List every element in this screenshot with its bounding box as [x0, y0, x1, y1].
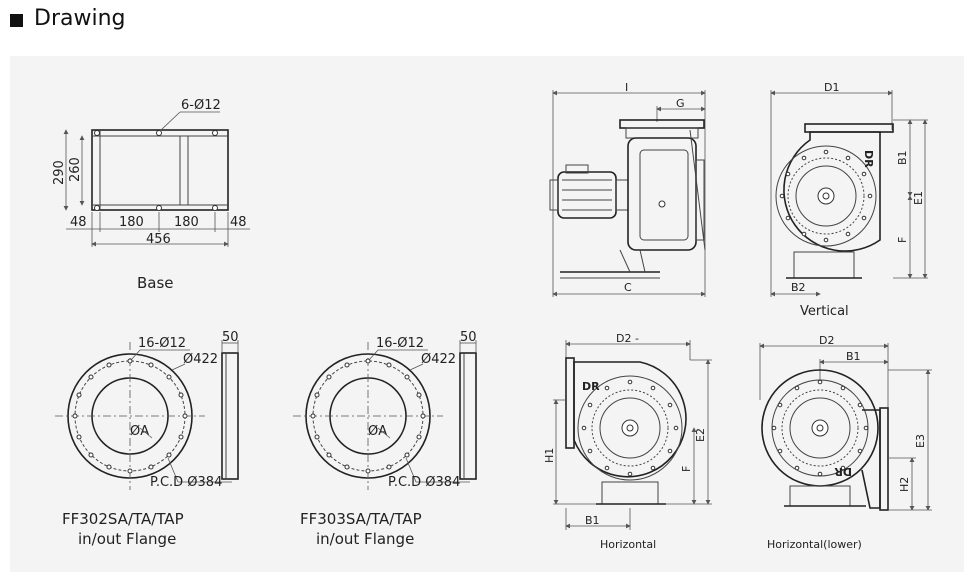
bullet-square-icon: [10, 14, 23, 27]
section-header: Drawing: [0, 0, 972, 48]
horizontal-logo: DR: [582, 380, 600, 393]
base-holes-label: 6-Ø12: [181, 98, 221, 113]
horizontal-caption: Horizontal: [600, 538, 656, 551]
flange-1-bolt-holes: [72, 358, 188, 474]
flange-1-drawing: 16-Ø12 Ø422 ØA P.C.D Ø384 50 FF302SA/TA/…: [55, 330, 239, 548]
vertical-dim-E1: E1: [912, 191, 925, 205]
horizontal-dim-B1: B1: [585, 514, 600, 527]
horizontal-lower-dim-B1: B1: [846, 350, 861, 363]
flange-1-thickness-label: 50: [222, 330, 239, 345]
flange-2-inner-label: ØA: [368, 424, 387, 439]
flange-2-drawing: 16-Ø12 Ø422 ØA P.C.D Ø384 50 FF303SA/TA/…: [293, 330, 477, 548]
base-dim-456: 456: [146, 232, 171, 247]
base-drawing: 6-Ø12 290 260 48 180 180 48 456 Base: [52, 98, 250, 292]
horizontal-view-drawing: D2 - DR H1 E2 F B1 Horizontal: [543, 332, 712, 551]
base-dim-180-b: 180: [174, 215, 199, 230]
flange-2-caption-line2: in/out Flange: [316, 530, 414, 548]
flange-1-inner-label: ØA: [130, 424, 149, 439]
base-caption: Base: [137, 274, 174, 292]
horizontal-lower-caption: Horizontal(lower): [767, 538, 862, 551]
horizontal-lower-view-drawing: D2 B1 DR E3 H2 Horizontal(lower): [759, 334, 932, 551]
base-dim-48-left: 48: [70, 215, 87, 230]
flange-1-caption-line1: FF302SA/TA/TAP: [62, 510, 184, 528]
horizontal-lower-bolt-holes: [771, 379, 869, 477]
horizontal-lower-dim-H2: H2: [898, 477, 911, 492]
side-view-drawing: I G C: [549, 81, 706, 297]
base-dim-260: 260: [68, 157, 83, 182]
horizontal-bolt-holes: [581, 379, 679, 477]
vertical-bolt-holes: [779, 149, 873, 243]
flange-1-pcd-label: P.C.D Ø384: [150, 475, 222, 490]
base-dim-290: 290: [52, 160, 67, 185]
flange-1-holes-label: 16-Ø12: [138, 336, 186, 351]
side-dim-I: I: [625, 81, 628, 94]
flange-2-caption-line1: FF303SA/TA/TAP: [300, 510, 422, 528]
vertical-caption: Vertical: [800, 304, 849, 319]
horizontal-lower-dim-E3: E3: [914, 434, 927, 448]
vertical-dim-B2: B2: [791, 281, 806, 294]
flange-2-pcd-label: P.C.D Ø384: [388, 475, 460, 490]
vertical-dim-B1: B1: [896, 150, 909, 165]
vertical-view-drawing: D1 DR B2 B1 F E1 Vertical: [770, 81, 928, 319]
flange-2-holes-label: 16-Ø12: [376, 336, 424, 351]
horizontal-dim-H1: H1: [543, 448, 556, 463]
flange-2-outer-label: Ø422: [421, 352, 456, 367]
vertical-dim-D1: D1: [824, 81, 839, 94]
flange-2-bolt-holes: [310, 358, 426, 474]
horizontal-lower-dim-D2: D2: [819, 334, 834, 347]
vertical-logo: DR: [862, 150, 875, 168]
side-dim-C: C: [624, 281, 632, 294]
base-dim-48-right: 48: [230, 215, 247, 230]
side-dim-G: G: [676, 97, 685, 110]
base-dim-180-a: 180: [119, 215, 144, 230]
horizontal-dim-D2: D2 -: [616, 332, 639, 345]
section-title: Drawing: [34, 6, 126, 31]
vertical-dim-F: F: [896, 237, 909, 243]
flange-2-thickness-label: 50: [460, 330, 477, 345]
horizontal-dim-E2: E2: [694, 428, 707, 442]
flange-1-outer-label: Ø422: [183, 352, 218, 367]
horizontal-dim-F: F: [680, 466, 693, 472]
flange-1-caption-line2: in/out Flange: [78, 530, 176, 548]
horizontal-lower-logo: DR: [834, 465, 852, 478]
